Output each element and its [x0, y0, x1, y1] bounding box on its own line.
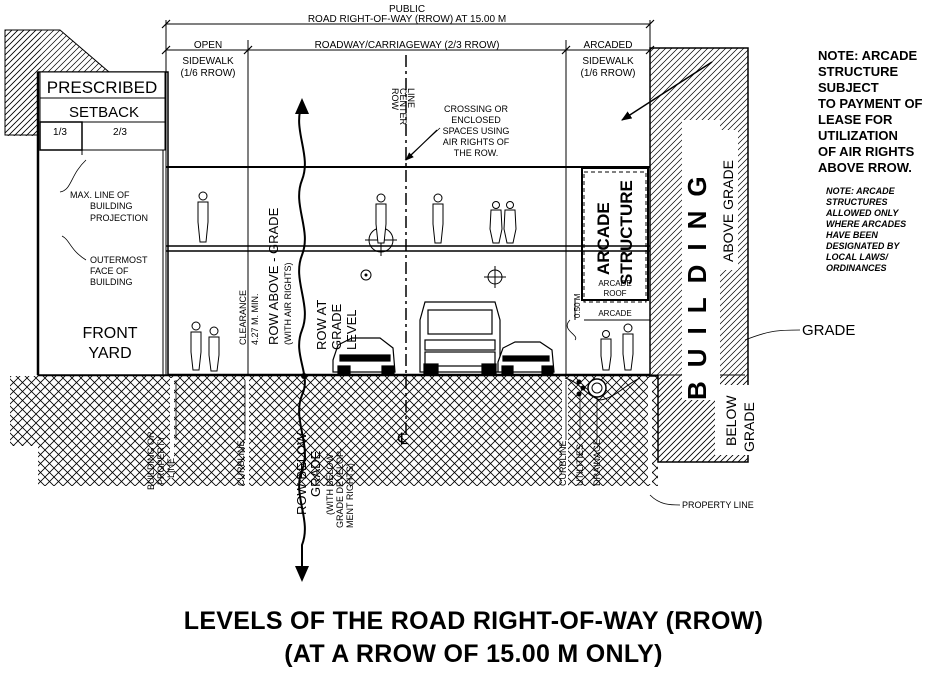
arcade-small: ARCADE [598, 309, 631, 318]
max-line-3: PROJECTION [90, 213, 148, 223]
row-center-1: ROW [390, 88, 400, 111]
note-line-4: TO PAYMENT OF [818, 96, 923, 111]
property-line-label: PROPERTY LINE [682, 500, 754, 510]
note-line-5: LEASE FOR [818, 112, 893, 127]
row-center-3: LINE [406, 88, 416, 108]
subnote-line-8: ORDINANCES [826, 263, 887, 273]
subnote-line-6: DESIGNATED BY [826, 241, 900, 251]
row-above-label: ROW ABOVE - GRADE [266, 207, 281, 345]
car-right [497, 341, 555, 375]
subnote-line-3: ALLOWED ONLY [826, 208, 899, 218]
utilities-label: UTILITIES [575, 444, 585, 486]
crossing-3: SPACES USING [443, 126, 510, 136]
row-center-2: CENTER [398, 88, 408, 126]
crossing-1: CROSSING OR [444, 104, 509, 114]
max-line-1: MAX. LINE OF [70, 190, 130, 200]
ground-left-edge [10, 376, 38, 446]
dim-050: 0.50 M [573, 293, 582, 318]
with-below-1: (WITH BELOW [325, 453, 335, 515]
building-label: BUILDING [682, 162, 712, 400]
crossing-5: THE ROW. [454, 148, 499, 158]
note-line-8: ABOVE RROW. [818, 160, 912, 175]
row-at-2: GRADE [329, 303, 344, 350]
clearance-label: CLEARANCE [238, 290, 248, 345]
roadway-label: ROADWAY/CARRIAGEWAY (2/3 RROW) [315, 40, 500, 51]
grade-level-symbol [360, 269, 372, 281]
subnote-line-5: HAVE BEEN [826, 230, 878, 240]
prescribed-label: PRESCRIBED [47, 78, 158, 97]
below-grade-word: GRADE [741, 402, 757, 452]
arcade-note: NOTE: ARCADE STRUCTURE SUBJECT TO PAYMEN… [818, 48, 946, 274]
note-line-7: OF AIR RIGHTS [818, 144, 915, 159]
pedestrians-upper [197, 191, 517, 244]
arcade-roof-1: ARCADE [598, 279, 631, 288]
curbline-left: CURBLINE [236, 440, 246, 486]
two-thirds-label: 2/3 [113, 127, 127, 138]
arcade-note-sub: NOTE: ARCADE STRUCTURES ALLOWED ONLY WHE… [826, 186, 946, 274]
row-wavy-arrow [298, 103, 306, 578]
subnote-line-2: STRUCTURES [826, 197, 888, 207]
one-third-label: 1/3 [53, 127, 67, 138]
below-label: BELOW [723, 395, 739, 446]
target-symbol-right [484, 266, 506, 288]
open-label: OPEN [194, 40, 222, 51]
sidewalk-left-2: (1/6 RROW) [181, 68, 236, 79]
note-line-2: STRUCTURE [818, 64, 899, 79]
setback-box [39, 71, 166, 151]
truck [419, 301, 501, 375]
setback-label: SETBACK [69, 104, 139, 121]
arcade-label: ARCADE [594, 202, 613, 275]
arcade-note-main: NOTE: ARCADE STRUCTURE SUBJECT TO PAYMEN… [818, 48, 946, 176]
note-arrow [621, 61, 713, 121]
subnote-line-4: WHERE ARCADES [826, 219, 907, 229]
drainage-label: DRAINAGE [592, 439, 602, 486]
crossing-4: AIR RIGHTS OF [443, 137, 510, 147]
arcade-roof-2: ROOF [603, 289, 626, 298]
grade-label: GRADE [802, 322, 855, 339]
subnote-line-1: NOTE: ARCADE [826, 186, 895, 196]
car-left [332, 337, 396, 375]
title-line-1: LEVELS OF THE ROAD RIGHT-OF-WAY (RROW) [183, 607, 764, 635]
max-line-2: BUILDING [90, 201, 133, 211]
air-rights-label: (WITH AIR RIGHTS) [283, 263, 293, 346]
outermost-1: OUTERMOST [90, 255, 148, 265]
outermost-3: BUILDING [90, 277, 133, 287]
row-at-3: LEVEL [344, 310, 359, 350]
with-below-2: GRADE DEVELOP- [335, 448, 345, 528]
pedestrians-ground [190, 321, 634, 372]
arcaded-label: ARCADED [584, 40, 633, 51]
bldg-prop-3: LINE [166, 458, 176, 478]
structure-label: STRUCTURE [617, 180, 636, 285]
crossing-2: ENCLOSED [451, 115, 501, 125]
drainage-pipe [587, 378, 607, 398]
sidewalk-right-1: SIDEWALK [582, 56, 634, 67]
title-line-2: (AT A RROW OF 15.00 M ONLY) [284, 640, 663, 668]
rrow-label: ROAD RIGHT-OF-WAY (RROW) AT 15.00 M [308, 14, 506, 25]
note-line-3: SUBJECT [818, 80, 879, 95]
sidewalk-right-2: (1/6 RROW) [581, 68, 636, 79]
clearance-value: 4.27 M. MIN. [250, 293, 260, 345]
note-line-6: UTILIZATION [818, 128, 898, 143]
row-below-1: ROW BELOW [294, 432, 309, 515]
arcade-structure [583, 171, 647, 303]
subnote-line-7: LOCAL LAWS/ [826, 252, 888, 262]
front-yard-1: FRONT [82, 325, 137, 342]
front-yard-2: YARD [88, 345, 131, 362]
sidewalk-left-1: SIDEWALK [182, 56, 234, 67]
public-label: PUBLIC [389, 4, 425, 15]
bldg-prop-2: PROPERTY [156, 436, 166, 485]
above-grade-label: ABOVE GRADE [720, 160, 736, 262]
ground-right [568, 376, 658, 486]
outermost-2: FACE OF [90, 266, 129, 276]
with-below-3: MENT RIGHTS) [345, 463, 355, 528]
note-line-1: NOTE: ARCADE [818, 48, 918, 63]
centerline-symbol: ℄ [397, 431, 409, 448]
bldg-prop-1: BUILDING OR [146, 431, 156, 490]
row-at-1: ROW AT [314, 300, 329, 350]
utility-pipes [576, 379, 586, 397]
row-below-2: GRADE [308, 450, 323, 497]
curbline-right: CURBLINE [558, 440, 568, 486]
